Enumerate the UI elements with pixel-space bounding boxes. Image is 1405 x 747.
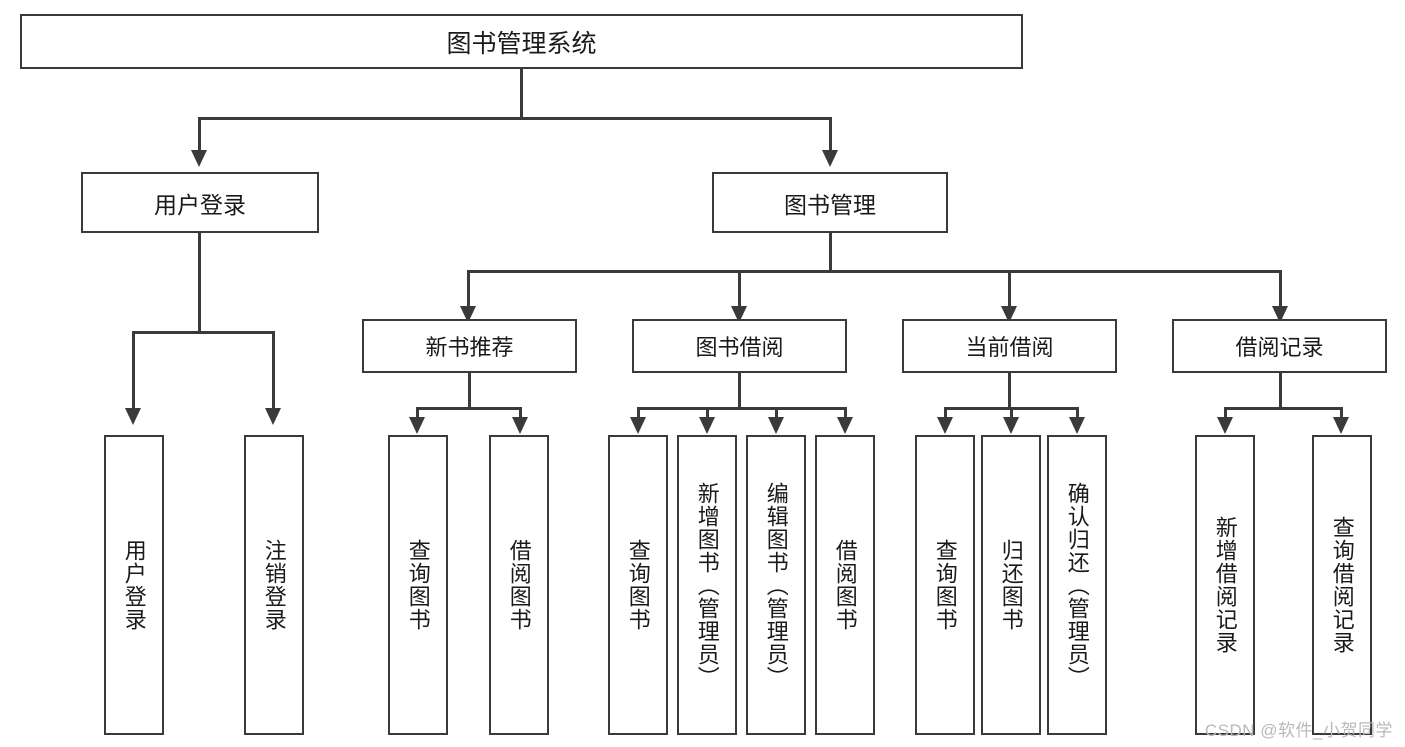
node-label: 用户登录 xyxy=(154,191,246,218)
connector-user-login-bus xyxy=(132,331,274,334)
arrow-nbr-to-leaf-2 xyxy=(512,417,528,434)
arrow-bm-to-book-borrow xyxy=(731,306,747,323)
connector-nbr-to-leaf-2 xyxy=(519,407,522,419)
arrow-root-to-user-login xyxy=(191,150,207,167)
connector-br-stem xyxy=(1279,373,1282,409)
leaf-book-borrow-query-book[interactable]: 查询图书 xyxy=(608,435,668,735)
node-user-login[interactable]: 用户登录 xyxy=(81,172,319,233)
connector-bb-to-leaf-1 xyxy=(637,407,640,419)
arrow-bm-to-borrow-record xyxy=(1272,306,1288,323)
arrow-bb-to-leaf-2 xyxy=(699,417,715,434)
node-label: 图书借阅 xyxy=(695,335,784,360)
leaf-book-borrow-borrow-book[interactable]: 借阅图书 xyxy=(815,435,875,735)
node-label: 新增图书（管理员） xyxy=(694,481,720,689)
node-label: 用户登录 xyxy=(121,539,147,631)
leaf-current-borrow-confirm-return-admin[interactable]: 确认归还（管理员） xyxy=(1047,435,1107,735)
node-label: 注销登录 xyxy=(261,539,287,631)
node-label: 查询图书 xyxy=(625,539,651,631)
connector-br-bus xyxy=(1224,407,1342,410)
connector-bb-to-leaf-4 xyxy=(844,407,847,419)
node-borrow-record[interactable]: 借阅记录 xyxy=(1172,319,1387,373)
leaf-new-book-borrow-book[interactable]: 借阅图书 xyxy=(489,435,549,735)
node-new-book-recommend[interactable]: 新书推荐 xyxy=(362,319,577,373)
node-label: 新书推荐 xyxy=(425,335,514,360)
leaf-new-book-query-book[interactable]: 查询图书 xyxy=(388,435,448,735)
node-label: 图书管理系统 xyxy=(446,29,597,58)
arrow-bm-to-current-borrow xyxy=(1001,306,1017,323)
leaf-book-borrow-edit-book-admin[interactable]: 编辑图书（管理员） xyxy=(746,435,806,735)
leaf-borrow-record-query-record[interactable]: 查询借阅记录 xyxy=(1312,435,1372,735)
leaf-current-borrow-return-book[interactable]: 归还图书 xyxy=(981,435,1041,735)
connector-root-to-user-login xyxy=(198,117,201,152)
node-label: 借阅图书 xyxy=(506,539,532,631)
connector-user-login-stem xyxy=(198,233,201,333)
connector-br-to-leaf-2 xyxy=(1340,407,1343,419)
connector-cb-stem xyxy=(1008,373,1011,409)
connector-bb-to-leaf-3 xyxy=(775,407,778,419)
arrow-cb-to-leaf-2 xyxy=(1003,417,1019,434)
node-book-management[interactable]: 图书管理 xyxy=(712,172,948,233)
node-label: 图书管理 xyxy=(784,191,876,218)
node-label: 查询图书 xyxy=(932,539,958,631)
arrow-br-to-leaf-1 xyxy=(1217,417,1233,434)
connector-nbr-stem xyxy=(468,373,471,409)
connector-root-stem xyxy=(520,69,523,118)
connector-root-bus xyxy=(198,117,832,120)
connector-cb-to-leaf-1 xyxy=(944,407,947,419)
node-label: 借阅图书 xyxy=(832,539,858,631)
arrow-bb-to-leaf-1 xyxy=(630,417,646,434)
node-label: 确认归还（管理员） xyxy=(1064,481,1090,689)
leaf-user-login-logout[interactable]: 注销登录 xyxy=(244,435,304,735)
arrow-nbr-to-leaf-1 xyxy=(409,417,425,434)
node-current-borrow[interactable]: 当前借阅 xyxy=(902,319,1117,373)
leaf-borrow-record-add-record[interactable]: 新增借阅记录 xyxy=(1195,435,1255,735)
leaf-book-borrow-add-book-admin[interactable]: 新增图书（管理员） xyxy=(677,435,737,735)
connector-bb-bus xyxy=(637,407,844,410)
connector-bb-to-leaf-2 xyxy=(706,407,709,419)
connector-root-to-book-management xyxy=(829,117,832,152)
connector-nbr-to-leaf-1 xyxy=(416,407,419,419)
node-label: 查询借阅记录 xyxy=(1329,516,1355,654)
arrow-bm-to-new-book xyxy=(460,306,476,323)
connector-user-login-to-leaf-1 xyxy=(132,331,135,410)
leaf-user-login-login[interactable]: 用户登录 xyxy=(104,435,164,735)
arrow-user-login-to-leaf-2 xyxy=(265,408,281,425)
node-label: 当前借阅 xyxy=(965,335,1054,360)
connector-bm-to-current-borrow xyxy=(1008,270,1011,308)
node-label: 借阅记录 xyxy=(1235,335,1324,360)
connector-user-login-to-leaf-2 xyxy=(272,331,275,410)
node-label: 编辑图书（管理员） xyxy=(763,481,789,689)
connector-nbr-bus xyxy=(416,407,521,410)
node-label: 新增借阅记录 xyxy=(1212,516,1238,654)
arrow-cb-to-leaf-1 xyxy=(937,417,953,434)
node-label: 查询图书 xyxy=(405,539,431,631)
node-label: 归还图书 xyxy=(998,539,1024,631)
arrow-user-login-to-leaf-1 xyxy=(125,408,141,425)
connector-cb-to-leaf-2 xyxy=(1010,407,1013,419)
arrow-cb-to-leaf-3 xyxy=(1069,417,1085,434)
csdn-watermark: CSDN @软件_小贺同学 xyxy=(1204,721,1393,740)
connector-bm-to-new-book xyxy=(467,270,470,308)
connector-book-management-stem xyxy=(829,233,832,272)
connector-bb-stem xyxy=(738,373,741,409)
connector-bm-to-book-borrow xyxy=(738,270,741,308)
connector-cb-to-leaf-3 xyxy=(1076,407,1079,419)
arrow-bb-to-leaf-4 xyxy=(837,417,853,434)
arrow-bb-to-leaf-3 xyxy=(768,417,784,434)
connector-bm-to-borrow-record xyxy=(1279,270,1282,308)
connector-br-to-leaf-1 xyxy=(1224,407,1227,419)
connector-book-management-bus xyxy=(467,270,1282,273)
node-root-book-management-system[interactable]: 图书管理系统 xyxy=(20,14,1023,69)
arrow-br-to-leaf-2 xyxy=(1333,417,1349,434)
leaf-current-borrow-query-book[interactable]: 查询图书 xyxy=(915,435,975,735)
node-book-borrow[interactable]: 图书借阅 xyxy=(632,319,847,373)
arrow-root-to-book-management xyxy=(822,150,838,167)
